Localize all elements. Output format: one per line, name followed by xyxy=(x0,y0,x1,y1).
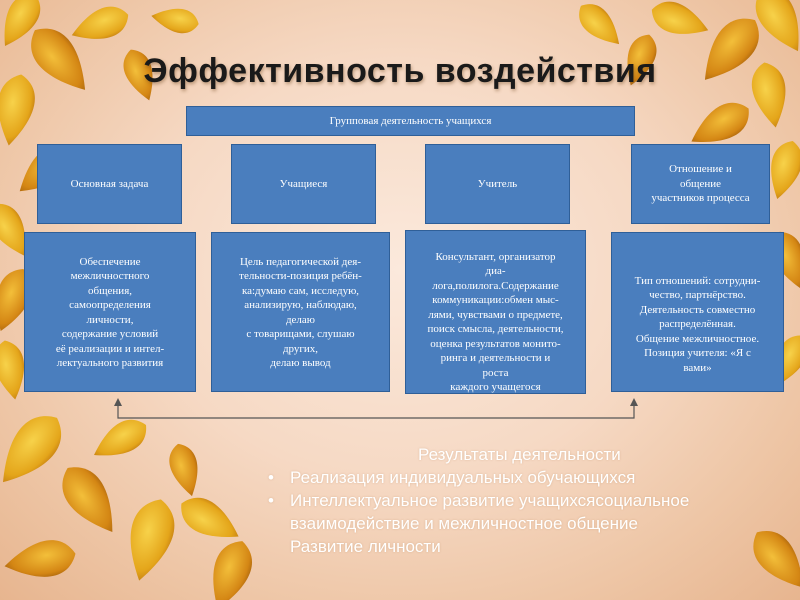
header-label: Основная задача xyxy=(70,177,149,190)
content-text: Обеспечение межличностного общения, само… xyxy=(55,255,165,370)
header-label: Отношение и общение участников процесса xyxy=(651,163,750,205)
list-item: Развитие личности xyxy=(290,536,441,556)
header-label: Учащиеся xyxy=(279,177,328,190)
slide-title: Эффективность воздействия xyxy=(143,52,657,90)
content-text: Консультант, организатор диа- лога,полил… xyxy=(427,250,564,394)
group-activity-box: Групповая деятельность учащихся xyxy=(186,106,635,136)
results-section: Результаты деятельности Реализация индив… xyxy=(258,444,778,559)
group-activity-label: Групповая деятельность учащихся xyxy=(329,114,492,127)
list-item: Интеллектуальное развитие учащихсясоциал… xyxy=(258,490,778,536)
content-students: Цель педагогической дея- тельности-позиц… xyxy=(211,232,390,392)
list-item: Реализация индивидуальных обучающихся xyxy=(258,467,778,490)
header-students: Учащиеся xyxy=(231,144,376,224)
content-teacher: Консультант, организатор диа- лога,полил… xyxy=(405,230,586,394)
content-main-task: Обеспечение межличностного общения, само… xyxy=(24,232,196,392)
header-main-task: Основная задача xyxy=(37,144,182,224)
content-relations: Тип отношений: сотрудни- чество, партнёр… xyxy=(611,232,784,392)
header-relations: Отношение и общение участников процесса xyxy=(631,144,770,224)
header-teacher: Учитель xyxy=(425,144,570,224)
content-text: Тип отношений: сотрудни- чество, партнёр… xyxy=(634,274,761,374)
results-list: Реализация индивидуальных обучающихся Ин… xyxy=(258,467,778,559)
header-label: Учитель xyxy=(477,177,518,190)
content-text: Цель педагогической дея- тельности-позиц… xyxy=(239,255,362,370)
results-title: Результаты деятельности xyxy=(418,445,621,464)
